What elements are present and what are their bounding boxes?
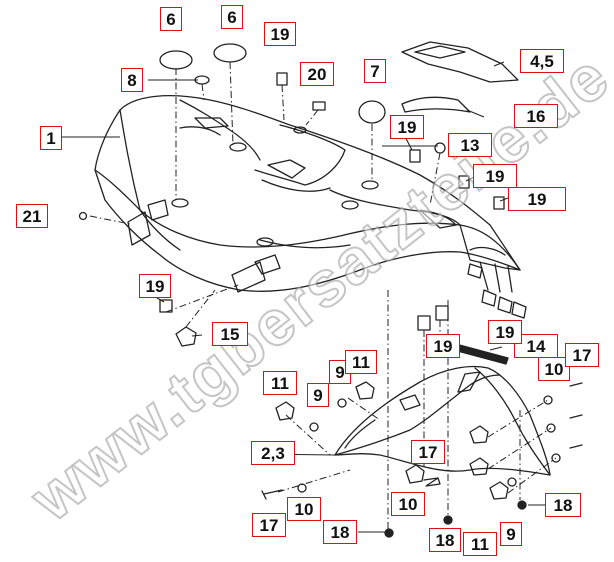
- callout-1: 1: [40, 126, 62, 150]
- callout-8: 8: [121, 68, 143, 92]
- callout-6-right: 6: [221, 5, 243, 29]
- callout-19-left: 19: [139, 274, 171, 298]
- callout-16: 16: [514, 104, 558, 128]
- callout-17-lower-left: 17: [252, 513, 286, 537]
- callout-7: 7: [364, 59, 386, 83]
- callout-14: 14: [514, 334, 558, 358]
- callout-11-left: 11: [263, 371, 297, 395]
- callout-4-5: 4,5: [520, 49, 564, 73]
- callout-18-center: 18: [429, 528, 461, 552]
- callout-11-lower: 11: [463, 532, 497, 556]
- callout-18-right: 18: [545, 493, 581, 517]
- callout-6-left: 6: [160, 7, 182, 31]
- callout-19-right-upper: 19: [473, 164, 517, 188]
- callout-17-right: 17: [565, 343, 599, 367]
- callout-13: 13: [448, 133, 492, 157]
- callout-2-3: 2,3: [251, 441, 295, 465]
- callout-15: 15: [212, 322, 248, 346]
- callout-19-lower: 19: [426, 334, 460, 358]
- callout-20: 20: [300, 62, 334, 86]
- callout-19-mid: 19: [390, 115, 424, 139]
- callout-19-top: 19: [264, 22, 296, 46]
- callout-10-right: 10: [538, 357, 570, 381]
- callout-19-lower-right: 19: [488, 320, 522, 344]
- callout-18-left: 18: [323, 520, 357, 544]
- callout-9-lower-right: 9: [500, 522, 522, 546]
- callout-21: 21: [16, 204, 48, 228]
- callout-10-lower-center: 10: [391, 492, 425, 516]
- callout-11-upper: 11: [345, 350, 377, 374]
- callout-10-lower-left: 10: [287, 497, 321, 521]
- front-fender-body: [94, 95, 521, 293]
- mud-flap: [334, 365, 551, 476]
- callout-9-center: 9: [307, 383, 329, 407]
- callout-19-right-lower: 19: [508, 187, 566, 211]
- callout-17-center: 17: [411, 440, 445, 464]
